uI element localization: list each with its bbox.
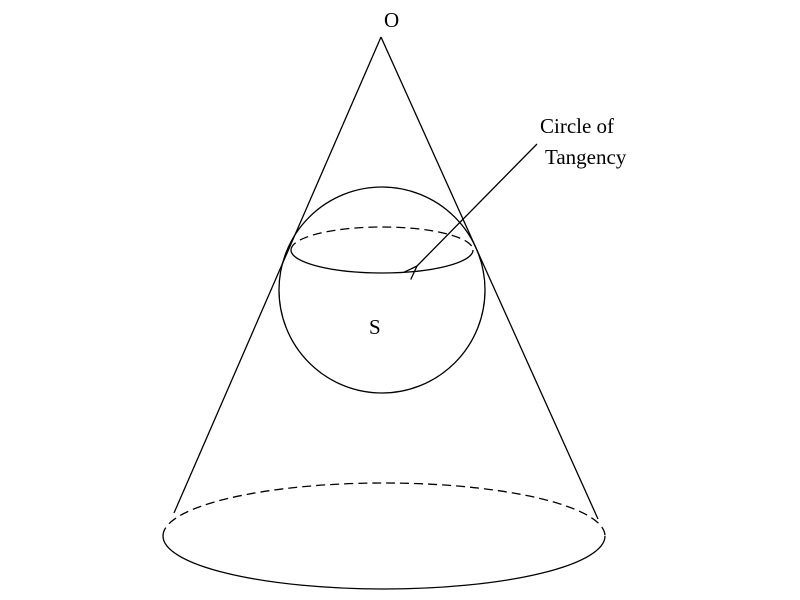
tangency-circle-back-arc — [290, 226, 474, 251]
annotation-label-line1: Circle of — [540, 114, 614, 138]
annotation-label-line2: Tangency — [545, 145, 627, 169]
sphere-outline — [278, 186, 486, 394]
apex-label: O — [384, 8, 399, 32]
cone-right-edge — [380, 36, 599, 520]
annotation-arrow — [417, 143, 538, 266]
tangency-circle-front-arc — [290, 249, 474, 274]
sphere-label: S — [369, 315, 381, 339]
cone-base-front-arc — [162, 535, 606, 590]
cone-left-edge — [173, 36, 382, 514]
cone-base-back-arc — [162, 482, 606, 537]
